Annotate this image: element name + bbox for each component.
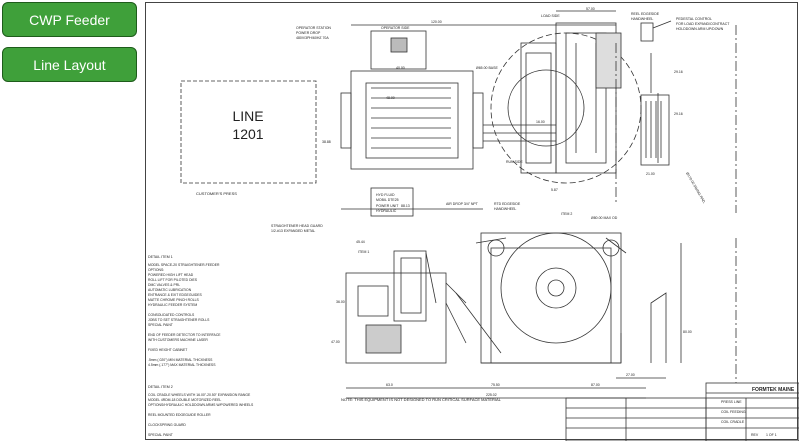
detail-line: DMC VALVES & PRL [148,283,180,287]
title-block-2: COIL FEEDING [721,410,746,414]
rev-label: REV [751,433,759,437]
line-number: 1201 [232,126,263,142]
dim-63: 63.0 [386,383,393,387]
load-side-label: LOAD SIDE [541,14,560,18]
line-label: LINE [232,108,263,124]
detail-line: 4.5mm (.177") MAX MATERIAL THICKNESS [148,363,216,367]
detail-line: CLOCKSPRING GUARD [148,423,186,427]
dim-47: 47.00 [331,340,340,344]
company-name: FORMTEK MAINE [752,387,795,393]
head-guard-detail: 1/2-#13 EXPANDED METAL [271,229,315,233]
dim-29b: 29.16 [674,112,683,116]
item-1-label: ITEM 1 [358,250,369,254]
detail-line: COIL CRADLE WHEELS WITH 16.00"-20.50" EX… [148,393,251,397]
dim-36: 36.00 [336,300,345,304]
operator-station [370,30,427,70]
detail-line: MODEL SPACE-20 STRAIGHTENER-FEEDER [148,263,220,267]
swing-label: Ø170.00 SWING RAD. [685,172,706,205]
detail-line: POWERED HIGH LIFT HEAD [148,273,194,277]
detail-line: END OF FEEDER DETECTOR TO INTERFACE [148,333,221,337]
detail-1-title: DETAIL ITEM 1 [148,255,173,259]
note-label: NOTE: THIS EQUIPMENT IS NOT DESIGNED TO … [341,397,502,402]
detail-line: JOBS TO SET STRAIGHTENER ROLLS [148,318,210,322]
detail-line: OPTIONS/HYDRAULIC HOLDDOWN ARMS W/POWERE… [148,403,254,407]
detail-line: .5mm (.020") MIN MATERIAL THICKNESS [148,358,213,362]
detail-line: SPECIAL PAINT [148,323,173,327]
detail-line: MATTE CHROME PINCH ROLLS [148,298,200,302]
dim-base: Ø65.00 BASE [476,66,498,70]
dim-57: 57.00 [586,7,595,11]
customer-press-box [180,80,317,184]
dim-587: 5.87 [551,188,558,192]
run-side-label: RUN SIDE [506,160,523,164]
handwheel-label: HANDWHEEL [631,17,653,21]
dim-27: 27.00 [626,373,635,377]
hyd-fluid-label: HYD FLUID [376,193,395,197]
dim-120: 120.00 [431,20,442,24]
title-block-1: PRESS LINE [721,400,742,404]
detail-line: OPTIONS: [148,268,164,272]
sheet-label: 1 OF 1 [766,433,777,437]
line-layout-button[interactable]: Line Layout [2,47,137,82]
pedestal-control-label: PEDESTAL CONTROL [676,17,712,21]
hydraulic-unit [370,187,414,217]
operator-side-label: OPERATOR SIDE [381,26,410,30]
mobil-label: MOBIL DTE25 [376,198,399,202]
air-drop-label: AIR DROP 3/4" NPT [446,202,479,206]
technical-drawing: LINE 1201 CUSTOMER'S PRESS OPERATOR STAT… [148,7,800,442]
detail-item-2-notes: DETAIL ITEM 2 COIL CRADLE WHEELS WITH 16… [148,385,254,437]
operator-station-label: OPERATOR STATION [296,26,331,30]
dim-22502: 225.02 [486,393,497,397]
dim-max-od: Ø80.00 MAX OD [591,216,618,220]
detail-line: WITH CUSTOMERS MACHINE LASER [148,338,208,342]
dim-38: 38.88 [322,140,331,144]
detail-line: REEL MOUNTED EDGEGUIDE ROLLER [148,413,211,417]
detail-item-1-notes: DETAIL ITEM 1 MODEL SPACE-20 STRAIGHTENE… [148,255,221,367]
dim-7550: 75.50 [491,383,500,387]
title-block-3: COIL CRADLE [721,420,745,424]
feeder-top-view [350,70,474,170]
dim-40: 40.00 [396,66,405,70]
cwp-feeder-button[interactable]: CWP Feeder [2,2,137,37]
line-layout-drawing: LINE 1201 CUSTOMER'S PRESS OPERATOR STAT… [145,2,800,442]
dim-21: 21.00 [646,172,655,176]
detail-line: ROLL LIFT FOR PILOTED DIES [148,278,198,282]
detail-line: ENTRANCE & EXIT EDGEGUIDES [148,293,203,297]
dim-80: 80.00 [683,330,692,334]
pedestal-detail-1: FOR LOAD EXPAND/CONTRACT [676,22,730,26]
dim-4544: 45.44 [356,240,365,244]
customer-press-label: CUSTOMER'S PRESS [196,191,237,196]
hydraulic-label: HYDRAULIC [376,209,397,213]
feeder-side-view [345,272,447,364]
reel-edgeside-label: REEL EDGESIDE [631,12,660,16]
power-drop-label: POWER DROP [296,31,321,35]
detail-line: CONSOLIDATED CONTROLS [148,313,195,317]
dim-16: 16.00 [536,120,545,124]
head-guard-label: STRAIGHTENER HEAD GUARD [271,224,323,228]
pedestal-detail-2: HOLDDOWN ARM UP/DOWN [676,27,724,31]
coil-circle [500,232,612,344]
rtd-handwheel-label: HANDWHEEL [494,207,516,211]
rtd-label: RTD EDGESIDE [494,202,521,206]
dim-88: 88.13 [401,204,410,208]
power-spec-label: 480V/3PH/60HZ 70A [296,36,329,40]
detail-line: HYDRAULIC FEEDER SYSTEM [148,303,197,307]
detail-line: SPECIAL PAINT [148,433,173,437]
dim-48: 48.00 [386,96,395,100]
dim-87: 87.00 [591,383,600,387]
power-unit-label: POWER UNIT [376,204,399,208]
dim-29a: 29.16 [674,70,683,74]
detail-line: AUTOMATIC LUBRICATION [148,288,192,292]
item-2-label: ITEM 2 [561,212,572,216]
detail-2-title: DETAIL ITEM 2 [148,385,173,389]
detail-line: FIXED HEIGHT CABINET [148,348,187,352]
detail-line: MODEL 4RDM-18 DOUBLE MOTORIZED REEL [148,398,221,402]
